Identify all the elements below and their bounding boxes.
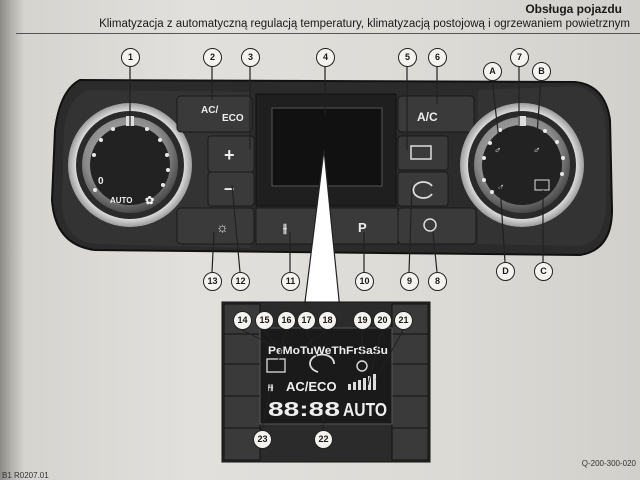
callout-b: B — [532, 62, 551, 81]
callout-13: 13 — [203, 272, 222, 291]
ac-button — [397, 95, 475, 133]
callout-17: 17 — [297, 311, 316, 330]
callout-11: 11 — [281, 272, 300, 291]
callout-12: 12 — [231, 272, 250, 291]
knob-auto-label: AUTO — [110, 196, 133, 205]
page-subtitle: Klimatyzacja z automatyczną regulacją te… — [99, 18, 630, 30]
callout-23: 23 — [253, 430, 272, 449]
callout-d: D — [496, 262, 515, 281]
ac-eco-button — [176, 95, 253, 133]
rear-heat-icon: ⫲ — [283, 221, 287, 235]
callout-8: 8 — [428, 272, 447, 291]
vent-face-icon: ♂ — [494, 145, 502, 156]
callout-10: 10 — [355, 272, 374, 291]
park-label: P — [358, 220, 367, 235]
display-time: 88:88 — [268, 399, 340, 421]
defrost-icon — [410, 145, 432, 160]
callout-16: 16 — [277, 311, 296, 330]
callout-20: 20 — [373, 311, 392, 330]
display-fan-bars — [348, 374, 376, 390]
header-rule — [16, 33, 640, 34]
display-detail-buttons — [223, 303, 429, 461]
defrost-button — [397, 135, 449, 171]
right-knob-dots — [482, 128, 565, 194]
detail-leader-lines — [241, 329, 404, 431]
display-days: PeMoTuWeThFrSaSu — [268, 345, 388, 357]
ac-eco-bottom: ECO — [222, 113, 244, 124]
display-rear-heat-icon: ⫲⫲ — [268, 383, 274, 392]
ac-eco-top: AC/ — [201, 105, 218, 116]
plus-label: + — [224, 145, 235, 165]
display-aux-heat-icon — [356, 360, 368, 372]
sun-icon: ☼ — [216, 219, 229, 235]
aux-heat-icon — [423, 218, 437, 232]
vent-face-feet-icon: ♂ — [533, 145, 541, 156]
recirculation-button — [397, 171, 449, 207]
center-screen — [271, 107, 383, 187]
callout-1: 1 — [121, 48, 140, 67]
left-knob-dots — [92, 127, 170, 192]
callout-5: 5 — [398, 48, 417, 67]
callout-21: 21 — [394, 311, 413, 330]
callout-14: 14 — [233, 311, 252, 330]
minus-label: – — [224, 178, 234, 198]
ac-label: A/C — [417, 110, 438, 124]
figure-code: Q-200-300-020 — [581, 459, 636, 468]
aux-heat-button — [397, 207, 477, 245]
temperature-knob — [68, 103, 192, 227]
callout-4: 4 — [316, 48, 335, 67]
minus-button — [207, 171, 255, 207]
display-ac-eco: AC/ECO — [286, 379, 337, 394]
callout-15: 15 — [255, 311, 274, 330]
callout-3: 3 — [241, 48, 260, 67]
fan-icon: ✿ — [145, 195, 154, 207]
callout-a: A — [483, 62, 502, 81]
defrost-mode-icon — [534, 179, 550, 191]
footer-reference: B1 R0207.01 — [2, 471, 49, 480]
leader-lines — [129, 66, 544, 273]
callout-7: 7 — [510, 48, 529, 67]
callout-6: 6 — [428, 48, 447, 67]
page-binding-shadow — [0, 0, 22, 480]
page-section-title: Obsługa pojazdu — [525, 2, 622, 16]
display-recirculation-icon — [309, 353, 335, 373]
callout-2: 2 — [203, 48, 222, 67]
callout-22: 22 — [314, 430, 333, 449]
callout-9: 9 — [400, 272, 419, 291]
air-distribution-knob — [460, 103, 584, 227]
knob-zero-label: 0 — [98, 176, 104, 187]
callout-18: 18 — [318, 311, 337, 330]
display-auto: AUTO — [343, 400, 387, 420]
callout-19: 19 — [353, 311, 372, 330]
display-defrost-icon — [266, 358, 286, 373]
recirculation-icon — [412, 181, 433, 199]
callout-c: C — [534, 262, 553, 281]
